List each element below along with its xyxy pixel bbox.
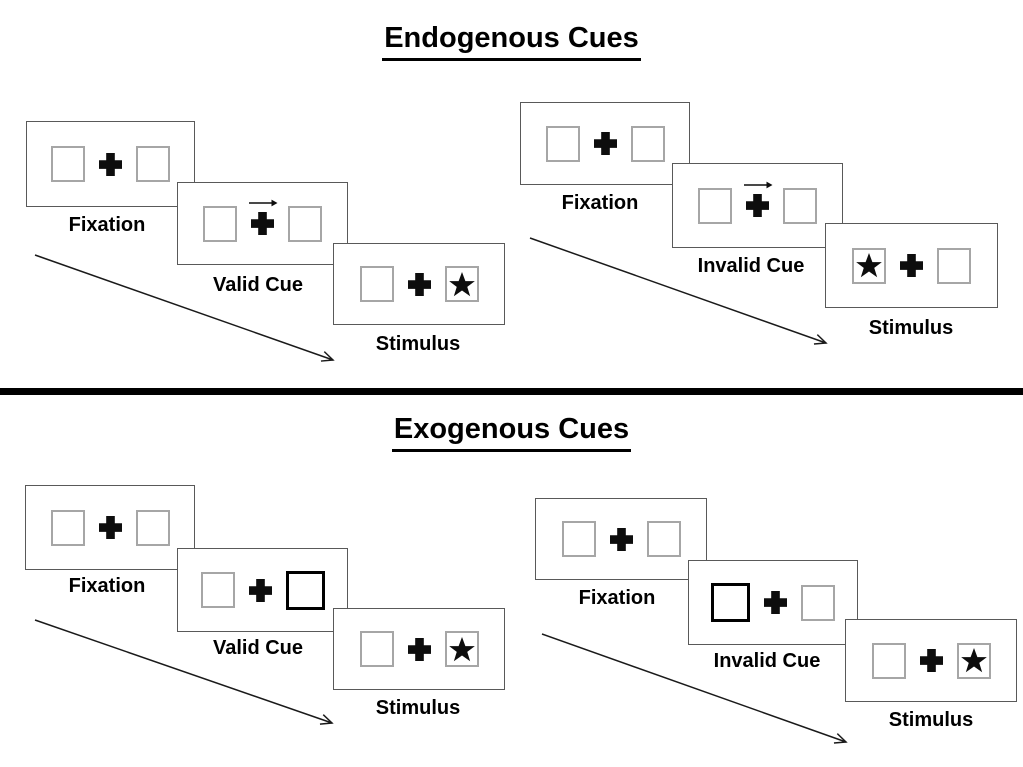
left-box: [203, 205, 237, 242]
fixation-cross-icon: [408, 638, 431, 661]
right-box: [288, 205, 322, 242]
right-box-with-star: [444, 631, 479, 667]
fixation-panel: [535, 498, 707, 580]
fixation-cross-icon: [610, 528, 633, 551]
right-box: [136, 146, 170, 182]
panel-label: Stimulus: [375, 333, 461, 355]
right-box-with-star: [444, 266, 479, 302]
filled-star-icon: [448, 271, 476, 298]
diagonal-arrow-icon: [541, 633, 848, 744]
left-box: [359, 266, 394, 302]
fixation-cross-icon: [251, 212, 274, 235]
panel-label: Valid Cue: [212, 274, 304, 296]
right-box-cue-highlight: [285, 570, 325, 610]
panel-label: Fixation: [68, 575, 146, 597]
diagonal-arrow-icon: [34, 619, 334, 725]
fixation-panel: [26, 121, 195, 207]
section-title-endogenous: Endogenous Cues: [0, 22, 1023, 61]
right-box: [646, 521, 681, 557]
left-box: [561, 521, 596, 557]
left-box-cue-highlight: [711, 583, 750, 622]
panel-label: Fixation: [578, 587, 656, 609]
left-box: [50, 509, 85, 546]
panel-label: Stimulus: [868, 317, 954, 339]
left-box: [200, 572, 235, 608]
section-divider: [0, 388, 1023, 395]
invalid-cue-panel: [688, 560, 858, 645]
right-box-with-star: [956, 642, 991, 679]
panel-label: Stimulus: [888, 709, 974, 731]
right-box: [801, 584, 835, 621]
left-box: [698, 187, 732, 224]
panel-label: Stimulus: [375, 697, 461, 719]
right-box: [135, 509, 170, 546]
fixation-cross-icon: [249, 579, 272, 602]
fixation-cross-icon: [408, 273, 431, 296]
invalid-cue-panel: [672, 163, 843, 248]
left-box-with-star: [852, 247, 886, 284]
section-title-exogenous: Exogenous Cues: [0, 413, 1023, 452]
stimulus-panel: [825, 223, 998, 308]
fixation-cross-icon: [764, 591, 787, 614]
filled-star-icon: [960, 647, 988, 674]
fixation-cross-icon: [746, 194, 769, 217]
panel-label: Fixation: [561, 192, 639, 214]
filled-star-icon: [448, 636, 476, 663]
panel-label: Valid Cue: [212, 637, 304, 659]
right-box: [783, 187, 817, 224]
right-arrow-icon: [248, 196, 278, 208]
diagonal-arrow-icon: [529, 237, 828, 345]
fixation-cross-icon: [900, 254, 923, 277]
left-box: [51, 146, 85, 182]
stimulus-panel: [333, 243, 505, 325]
panel-label: Invalid Cue: [697, 255, 805, 277]
fixation-panel: [25, 485, 195, 570]
fixation-panel: [520, 102, 690, 185]
right-arrow-icon: [743, 178, 773, 190]
stimulus-panel: [333, 608, 505, 690]
left-box: [871, 642, 906, 679]
diagonal-arrow-icon: [34, 254, 335, 362]
fixation-cross-icon: [99, 516, 122, 539]
right-box: [937, 247, 971, 284]
panel-label: Fixation: [68, 214, 146, 236]
left-box: [545, 125, 580, 162]
left-box: [359, 631, 394, 667]
panel-label: Invalid Cue: [713, 650, 821, 672]
fixation-cross-icon: [594, 132, 617, 155]
valid-cue-panel: [177, 182, 348, 265]
stimulus-panel: [845, 619, 1017, 702]
fixation-cross-icon: [99, 153, 122, 176]
filled-star-icon: [855, 252, 883, 279]
valid-cue-panel: [177, 548, 348, 632]
fixation-cross-icon: [920, 649, 943, 672]
right-box: [630, 125, 665, 162]
